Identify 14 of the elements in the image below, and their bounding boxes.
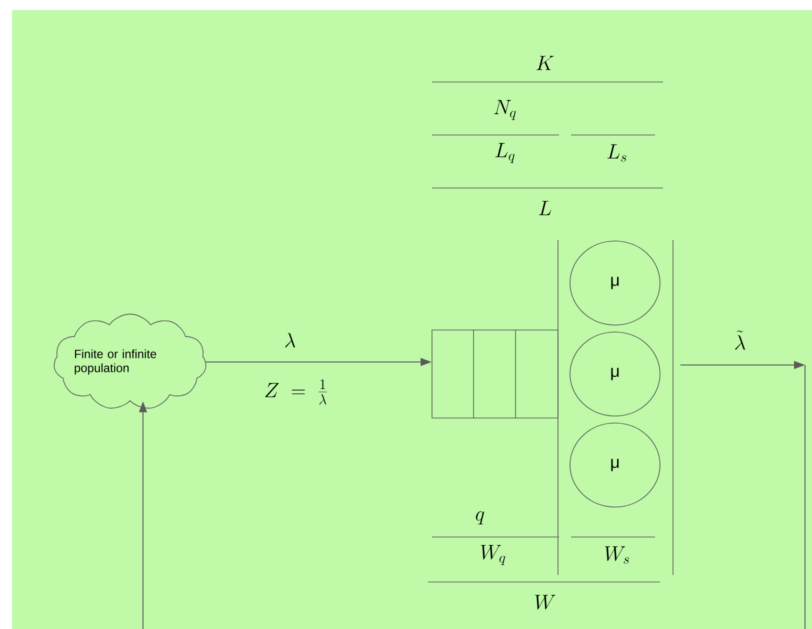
symbol-label: $K$	[536, 56, 554, 70]
edge-label: $\lambda$	[285, 332, 296, 348]
edge-label: $\tilde{\lambda}$	[735, 330, 746, 350]
symbol-label: $W_q$	[480, 544, 506, 566]
symbol-label: $Z \;=\; \frac{1}{\lambda}$	[265, 379, 327, 404]
symbol-label: $W$	[535, 594, 556, 610]
symbol-label: $L_s$	[607, 144, 626, 162]
symbol-label: $q$	[476, 511, 484, 524]
symbol-label: $L_q$	[495, 142, 515, 164]
symbol-label: $N_q$	[494, 100, 516, 120]
cloud: Finite or infinite population	[54, 314, 206, 409]
queue-box	[432, 330, 558, 418]
symbol-label: $L$	[539, 200, 552, 216]
symbol-label: $W_s$	[604, 546, 629, 564]
